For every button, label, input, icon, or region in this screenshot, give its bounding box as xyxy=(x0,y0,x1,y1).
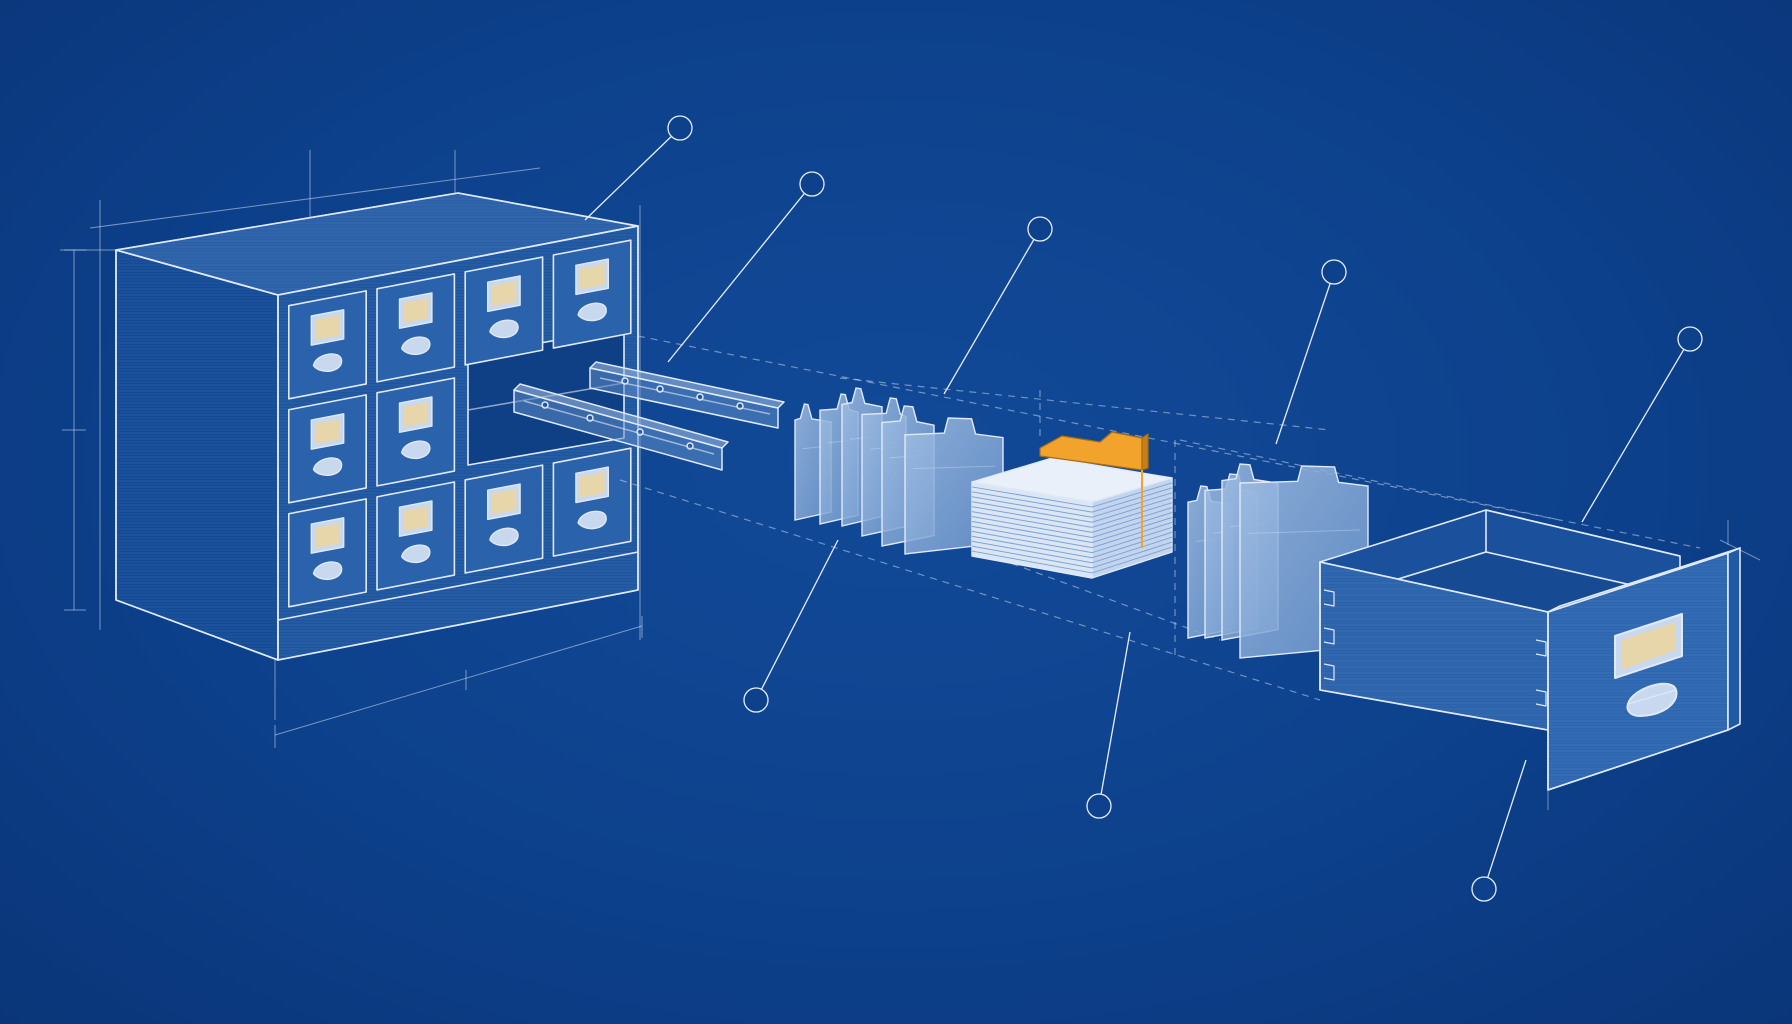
callout-7-leader xyxy=(1086,631,1131,819)
callout-6-bubble xyxy=(743,687,769,713)
callout-7-bubble xyxy=(1086,793,1112,819)
drawer-pull-handle xyxy=(401,544,431,564)
callout-leaders xyxy=(584,115,1703,902)
cabinet-drawer-grid xyxy=(287,239,632,608)
drawer-pull-handle xyxy=(577,302,607,322)
callout-8-bubble xyxy=(1471,876,1497,902)
callout-6-leader xyxy=(743,539,839,713)
cabinet-drawer xyxy=(464,256,544,366)
cabinet-drawer xyxy=(552,239,632,349)
drawer-label-holder xyxy=(1614,613,1683,679)
cabinet-drawer xyxy=(376,273,456,383)
callout-8-leader xyxy=(1471,759,1527,902)
highlighted-card-tab xyxy=(1039,431,1149,548)
cabinet-drawer xyxy=(552,447,632,557)
callout-1-bubble xyxy=(667,115,693,141)
index-card-stack xyxy=(971,431,1173,579)
slide-rail-upper xyxy=(589,361,785,429)
callout-2-bubble xyxy=(799,171,825,197)
drawer-pull-handle xyxy=(489,527,519,547)
callout-4-bubble xyxy=(1321,259,1347,285)
callout-5-bubble xyxy=(1677,326,1703,352)
cabinet-drawer xyxy=(287,498,368,608)
drawer-pull-handle xyxy=(312,457,343,477)
drawer-pull-handle xyxy=(401,336,431,356)
callout-3-leader xyxy=(943,216,1053,395)
drawer-pull-handle xyxy=(401,440,431,460)
cabinet-drawer xyxy=(287,394,368,504)
drawer-pull-handle xyxy=(1626,682,1678,717)
drawer-pull-handle xyxy=(489,319,519,339)
drawer-slide-rails xyxy=(513,361,785,471)
callout-2-leader xyxy=(667,171,825,363)
drawer-pull-handle xyxy=(312,561,343,581)
card-stack-edge-lines xyxy=(971,482,1173,574)
slide-rail-lower xyxy=(513,383,729,471)
cabinet-drawer xyxy=(376,481,456,591)
cabinet-drawer xyxy=(464,464,544,574)
drawer-pull-handle xyxy=(577,510,607,530)
cabinet-drawer xyxy=(287,290,368,400)
callout-1-leader xyxy=(584,115,693,221)
callout-4-leader xyxy=(1275,259,1347,445)
callout-5-leader xyxy=(1581,326,1703,523)
card-catalog-cabinet xyxy=(60,150,643,748)
callout-3-bubble xyxy=(1027,216,1053,242)
single-drawer xyxy=(1319,509,1761,810)
drawer-pull-handle xyxy=(312,353,343,372)
dovetail-joints xyxy=(1323,589,1547,707)
assembly-guide-lines xyxy=(619,335,1701,701)
cabinet-drawer xyxy=(376,377,456,487)
